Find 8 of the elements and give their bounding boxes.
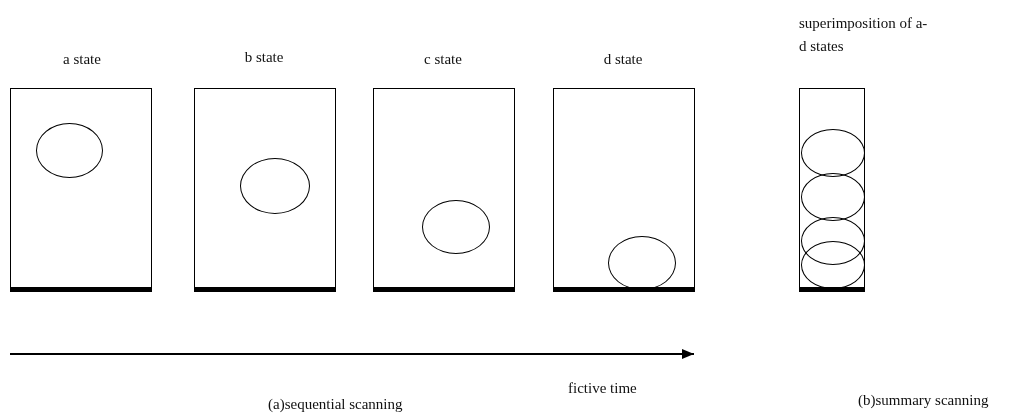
state-heading: superimposition of a-d states	[799, 14, 929, 56]
caption-text: fictive time	[568, 380, 637, 397]
state-heading: c state	[423, 50, 463, 69]
state-heading: a state	[62, 50, 102, 69]
state-heading: b state	[243, 48, 285, 67]
caption-text: (a)sequential scanning	[268, 396, 403, 413]
state-heading: d state	[602, 50, 644, 69]
caption-text: (b)summary scanning	[858, 392, 989, 409]
